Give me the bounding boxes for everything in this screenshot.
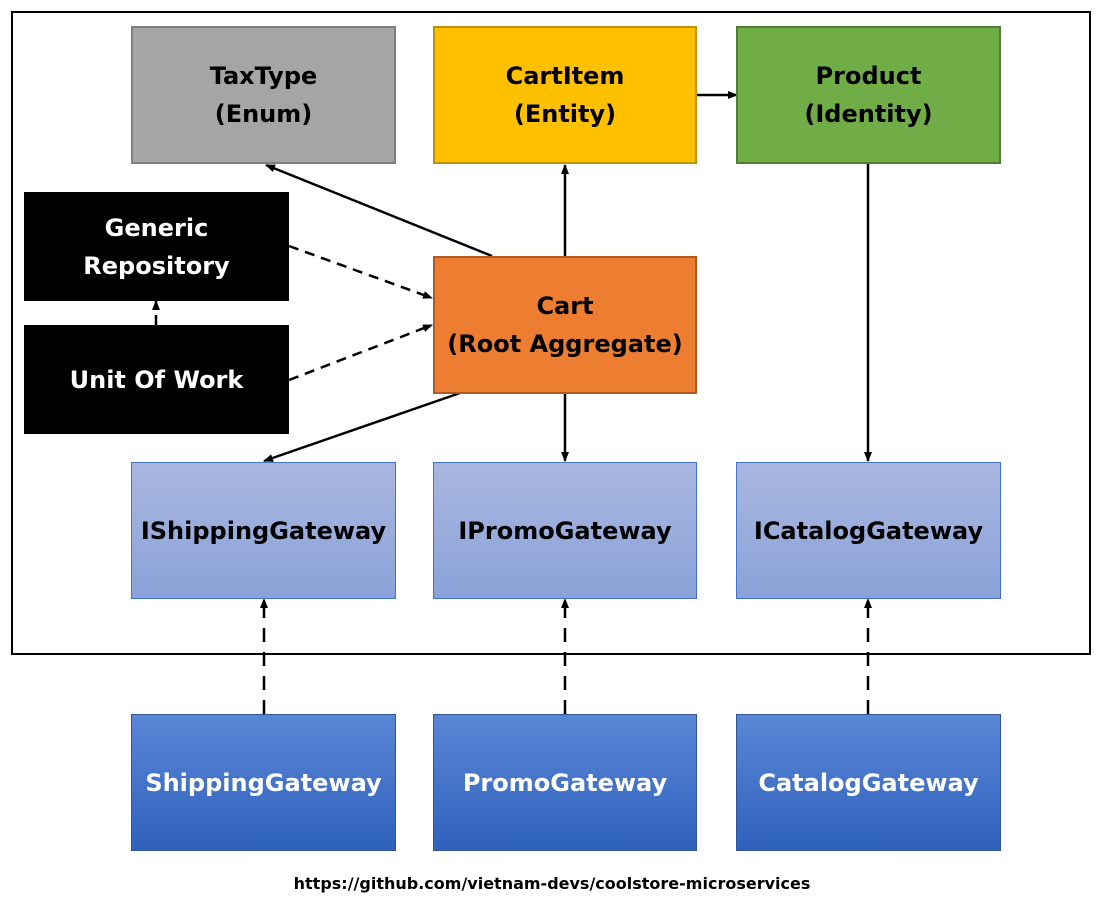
node-generic-repository: Generic Repository [24,192,289,301]
node-cartitem: CartItem (Entity) [433,26,697,164]
node-ishipping-gateway: IShippingGateway [131,462,396,599]
node-taxtype: TaxType (Enum) [131,26,396,164]
edge-repository-cart [288,244,433,300]
node-cart: Cart (Root Aggregate) [433,256,697,394]
domain-boundary [11,11,1091,655]
source-url: https://github.com/vietnam-devs/coolstor… [293,874,811,893]
node-promo-gateway: PromoGateway [433,714,697,851]
edge-cart-taxtype [265,163,493,258]
node-ipromo-gateway: IPromoGateway [433,462,697,599]
node-shipping-gateway: ShippingGateway [131,714,396,851]
node-icatalog-gateway: ICatalogGateway [736,462,1001,599]
node-unit-of-work: Unit Of Work [24,325,289,434]
node-product: Product (Identity) [736,26,1001,164]
edge-uow-cart [288,323,433,382]
edge-cart-ishipping [263,391,461,463]
node-catalog-gateway: CatalogGateway [736,714,1001,851]
